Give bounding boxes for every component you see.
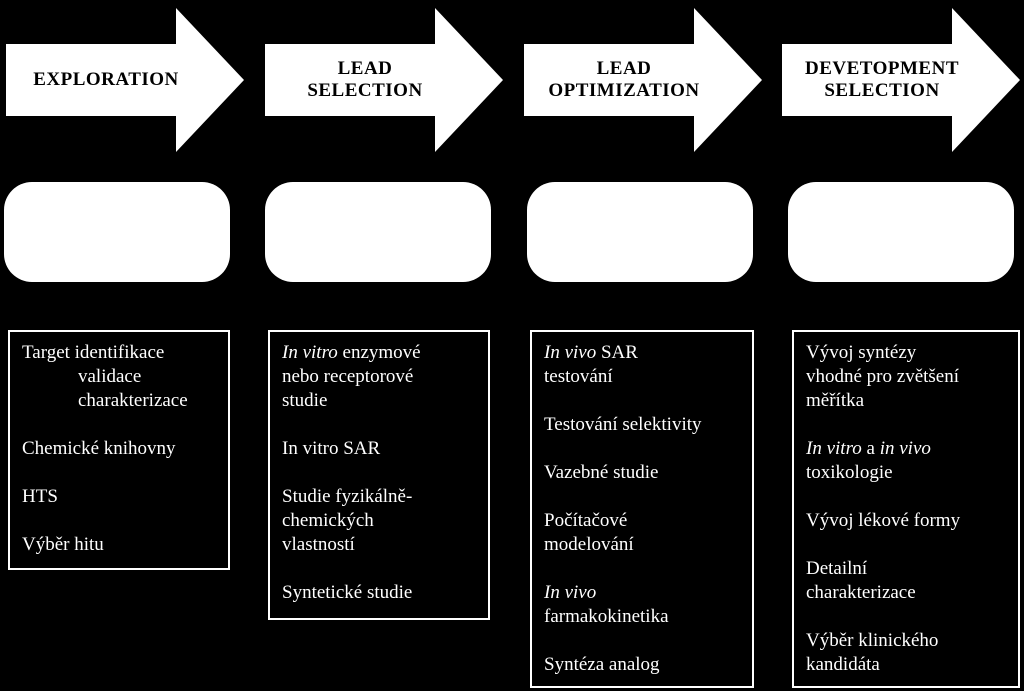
activity-line: měřítka	[806, 390, 865, 411]
activity-line: Target identifikace	[22, 342, 165, 363]
activity-line: Výběr klinického	[806, 630, 939, 651]
arrow-label-line: DEVETOPMENT	[804, 58, 959, 79]
activity-item: Vývoj syntézy vhodné pro zvětšení měřítka	[806, 341, 1006, 413]
activity-line: studie	[282, 390, 328, 411]
arrow-label-line: LEAD	[596, 58, 652, 79]
arrow-development-selection	[782, 8, 1020, 152]
activity-line: Vývoj lékové formy	[806, 510, 961, 531]
pill-exploration	[4, 182, 230, 282]
activity-line: Detailní	[806, 558, 868, 579]
activity-line: HTS	[22, 486, 58, 507]
arrow-label-line: LEAD	[337, 58, 393, 79]
activity-line: In vitro a in vivo	[806, 437, 1006, 461]
activity-line: kandidáta	[806, 654, 880, 675]
arrow-label-line: OPTIMIZATION	[548, 80, 700, 101]
arrow-label-line: EXPLORATION	[33, 69, 179, 90]
activity-line: Studie fyzikálně-	[282, 486, 413, 507]
activity-item: In vitro SAR	[282, 437, 476, 461]
activity-item: Chemické knihovny	[22, 437, 216, 461]
activity-line: chemických	[282, 510, 374, 531]
italic-term: In vivo	[544, 342, 597, 363]
activity-line: Chemické knihovny	[22, 438, 176, 459]
activity-line: farmakokinetika	[544, 606, 669, 627]
activity-item: Počítačové modelování	[544, 509, 740, 557]
activity-line: vlastností	[282, 534, 355, 555]
text-span: enzymové	[337, 342, 421, 363]
arrow-label-line: SELECTION	[824, 80, 940, 101]
activity-item: Výběr klinického kandidáta	[806, 629, 1006, 677]
arrow-label-line: SELECTION	[307, 80, 423, 101]
activity-line: Počítačové	[544, 510, 628, 531]
activity-item: Studie fyzikálně-chemických vlastností	[282, 485, 476, 557]
activity-line: In vivo SAR	[544, 341, 740, 365]
activity-line: Syntetické studie	[282, 582, 413, 603]
activity-item: Detailní charakterizace	[806, 557, 1006, 605]
italic-term: In vitro	[806, 438, 862, 459]
activity-item: Syntetické studie	[282, 581, 476, 605]
activity-line: nebo receptorové	[282, 366, 414, 387]
activity-line: testování	[544, 366, 613, 387]
activity-item: In vivo farmakokinetika	[544, 581, 740, 629]
activity-line: Vazebné studie	[544, 462, 659, 483]
activity-line: Syntéza analog	[544, 654, 660, 675]
italic-term: In vitro	[282, 342, 338, 363]
activity-line: In vitro enzymové	[282, 341, 476, 365]
activity-line: In vivo	[544, 581, 740, 605]
activity-line: Vývoj syntézy	[806, 342, 917, 363]
italic-term: In vivo	[544, 582, 597, 603]
arrow-label-exploration: EXPLORATION	[11, 69, 201, 91]
activity-item: Target identifikace validace charakterizac…	[22, 341, 216, 413]
activity-line: validace	[78, 366, 142, 387]
text-span: a	[861, 438, 880, 459]
activity-item: Testování selektivity	[544, 413, 740, 437]
activity-item: HTS	[22, 485, 216, 509]
activity-line: charakterizace	[806, 582, 916, 603]
activity-line: modelování	[544, 534, 634, 555]
activity-item: Vazebné studie	[544, 461, 740, 485]
activity-line: vhodné pro zvětšení	[806, 366, 960, 387]
text-span: SAR	[596, 342, 638, 363]
pill-development-selection	[788, 182, 1014, 282]
activity-line: In vitro SAR	[282, 438, 381, 459]
arrow-exploration	[6, 8, 244, 152]
activity-item: Výběr hitu	[22, 533, 216, 557]
activity-line: toxikologie	[806, 462, 893, 483]
activity-line: Výběr hitu	[22, 534, 104, 555]
activity-box-exploration: Target identifikace validace charakterizac…	[8, 330, 230, 570]
pill-lead-optimization	[527, 182, 753, 282]
activity-item: Syntéza analog	[544, 653, 740, 677]
activity-line: Testování selektivity	[544, 414, 702, 435]
pill-lead-selection	[265, 182, 491, 282]
activity-item: Vývoj lékové formy	[806, 509, 1006, 533]
activity-line: charakterizace	[78, 390, 188, 411]
arrow-lead-selection	[265, 8, 503, 152]
italic-term: in vivo	[879, 438, 931, 459]
arrow-lead-optimization	[524, 8, 762, 152]
